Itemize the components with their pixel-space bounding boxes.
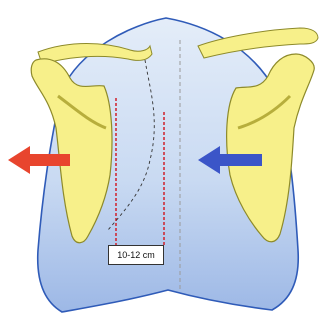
- right-clavicle: [198, 28, 318, 58]
- measurement-label: 10-12 cm: [108, 245, 164, 265]
